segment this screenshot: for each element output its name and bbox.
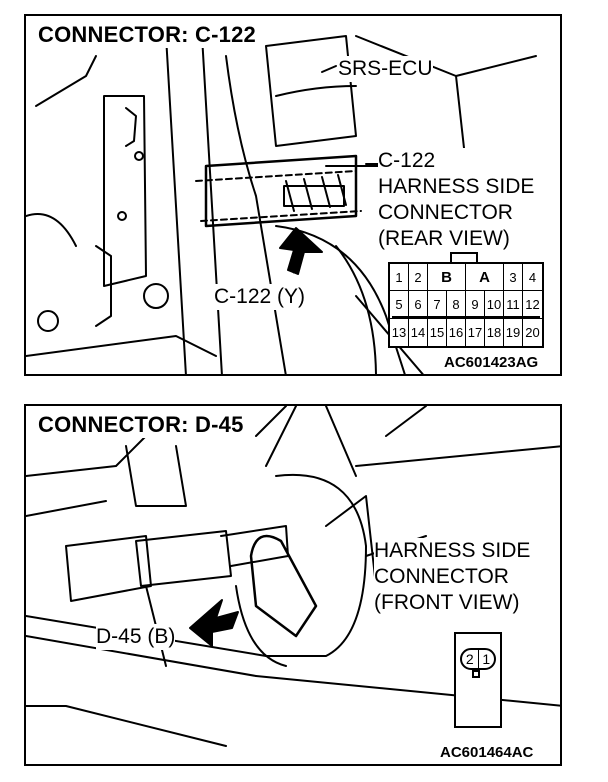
pin: 18 (485, 318, 504, 346)
pin: 19 (504, 318, 523, 346)
connector-c122-y-label: C-122 (Y) (214, 284, 306, 310)
harness-callout-line3: CONNECTOR (378, 201, 513, 224)
pin: 15 (428, 318, 447, 346)
connector-d45-panel: CONNECTOR: D-45 HARNESS SIDE CONNECTOR (… (24, 404, 562, 766)
figure-id: AC601464AC (438, 744, 536, 761)
pin-row-1: 1 2 B A 3 4 (390, 264, 542, 292)
pin: 11 (504, 291, 523, 319)
row-divider (392, 316, 540, 318)
srs-ecu-label: SRS-ECU (338, 56, 433, 82)
latch-tab (450, 252, 478, 262)
pin: 2 (409, 264, 428, 292)
pin: 13 (390, 318, 409, 346)
pin-housing: 2 1 (460, 648, 496, 670)
pin: 12 (523, 291, 542, 319)
harness-callout-line2: HARNESS SIDE (378, 175, 535, 198)
harness-callout-line2: CONNECTOR (374, 565, 509, 588)
panel-title: CONNECTOR: D-45 (34, 412, 248, 438)
harness-callout-line1: HARNESS SIDE (374, 539, 531, 562)
harness-callout-line3: (FRONT VIEW) (374, 591, 520, 614)
pin: B (428, 264, 466, 292)
harness-callout-line1: C-122 (378, 149, 436, 172)
c122-pin-layout: 1 2 B A 3 4 5 6 7 8 9 10 11 12 13 14 15 (388, 252, 544, 348)
connector-c122-panel: CONNECTOR: C-122 SRS-ECU C-122 HARNESS S… (24, 14, 562, 376)
connector-d45-b-label: D-45 (B) (96, 624, 176, 650)
pin: 3 (504, 264, 523, 292)
pin-row-3: 13 14 15 16 17 18 19 20 (390, 318, 542, 346)
pin: 14 (409, 318, 428, 346)
harness-callout-line4: (REAR VIEW) (378, 227, 510, 250)
pin-row-2: 5 6 7 8 9 10 11 12 (390, 291, 542, 319)
latch-tab (472, 670, 480, 678)
pin: 7 (428, 291, 447, 319)
harness-side-callout: HARNESS SIDE CONNECTOR (FRONT VIEW) (374, 538, 531, 616)
pin: 16 (447, 318, 466, 346)
c122-illustration (26, 35, 537, 374)
pin: A (466, 264, 504, 292)
pin: 6 (409, 291, 428, 319)
pin: 17 (466, 318, 485, 346)
pin: 20 (525, 324, 540, 340)
figure-id: AC601423AG (442, 354, 541, 371)
pin: 10 (485, 291, 504, 319)
d45-pin-layout: 2 1 (454, 632, 502, 728)
harness-side-callout: C-122 HARNESS SIDE CONNECTOR (REAR VIEW) (378, 148, 535, 252)
panel-title: CONNECTOR: C-122 (34, 22, 260, 48)
pin: 1 (390, 264, 409, 292)
pin: 8 (447, 291, 466, 319)
pin: 5 (390, 291, 409, 319)
pin: 1 (482, 651, 491, 667)
pin: 4 (523, 264, 542, 292)
pin: 2 (462, 650, 479, 668)
pin: 9 (466, 291, 485, 319)
